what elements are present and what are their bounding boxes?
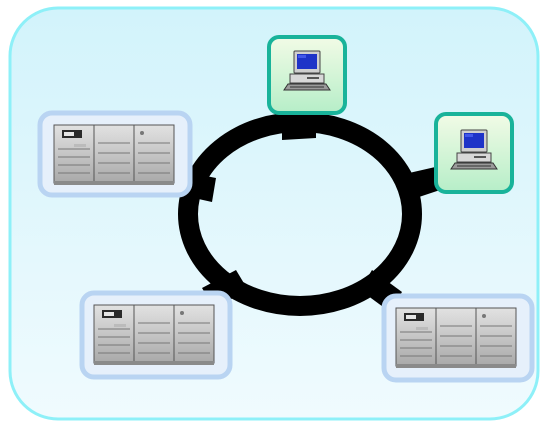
server-bottom-right xyxy=(381,293,535,383)
server-bottom-left xyxy=(79,290,233,380)
server-top-left xyxy=(37,110,193,198)
workstation-right xyxy=(434,112,514,194)
workstation-top xyxy=(267,35,347,115)
network-ring xyxy=(178,112,422,316)
server-rack-icon xyxy=(93,304,215,366)
server-rack-icon xyxy=(395,307,517,369)
server-rack-icon xyxy=(53,124,175,186)
